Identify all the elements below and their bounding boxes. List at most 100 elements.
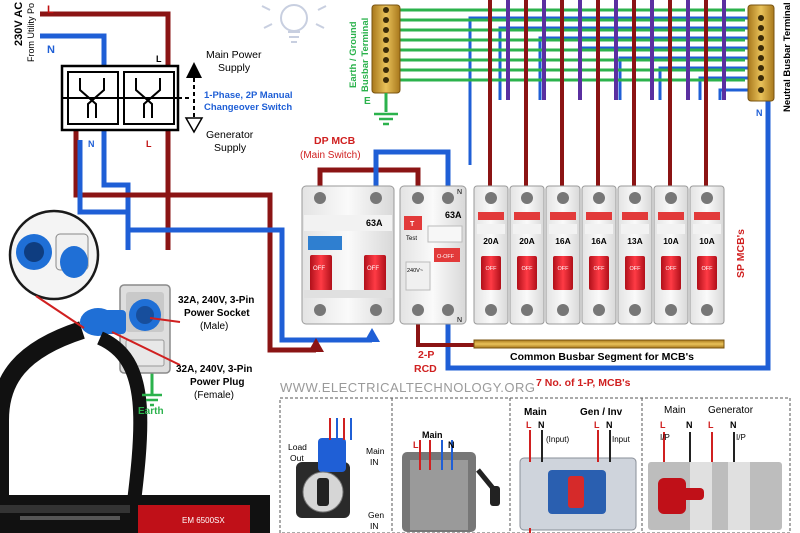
p4-ip: I/P (660, 433, 670, 442)
sp-mcb: 20A OFF (473, 185, 509, 325)
p4-l: L (660, 420, 666, 430)
line-wire-main (40, 11, 171, 70)
main-supply-label-2: Supply (218, 62, 251, 74)
earth-busbar-label-1: Earth / Ground (348, 21, 359, 88)
p1-out: Out (290, 453, 304, 463)
neutral-busbar (747, 4, 775, 102)
dp-mcb-off-2: OFF (367, 266, 379, 272)
supply-line-letter: L (47, 4, 54, 16)
neutral-in-arrow (364, 328, 380, 342)
switch-l-label: L (146, 139, 152, 149)
plug-label-2: Power Plug (190, 377, 244, 388)
rcd-n-bottom: N (457, 317, 462, 324)
generator-model: EM 6500SX (182, 516, 225, 525)
earth-e-label: E (364, 96, 371, 107)
earth-busbar-label-2: Busbar Terminal (360, 18, 371, 92)
p1-main: Main (366, 446, 385, 456)
plug-label-3: (Female) (194, 390, 234, 401)
sp-mcb-rating: 16A (591, 236, 607, 246)
neutral-wire-mcb-rcd (373, 149, 451, 190)
earth-symbol-socket (142, 393, 162, 407)
p1-gen: Gen (368, 510, 384, 520)
rcd (399, 185, 467, 325)
plug-socket-inset (8, 209, 100, 301)
generator (0, 495, 270, 533)
gen-supply-label-1: Generator (206, 129, 254, 141)
neutral-wire-to-mcb (77, 140, 372, 343)
socket-label-3: (Male) (200, 321, 228, 332)
changeover-switch (60, 62, 204, 134)
pointer-arrows (35, 295, 181, 366)
earth-busbar-wires (400, 8, 745, 82)
p2-l: L (413, 440, 419, 450)
p3-gen: Gen / Inv (580, 407, 623, 418)
p2-n: N (448, 440, 455, 450)
socket-label-1: 32A, 240V, 3-Pin (178, 295, 254, 306)
power-socket-box (119, 284, 171, 374)
rcd-spec: 240V~ (407, 268, 423, 274)
dp-mcb-title: DP MCB (314, 135, 356, 147)
gen-supply-label-2: Supply (214, 142, 247, 154)
dp-mcb-rating: 63A (366, 218, 383, 228)
rcd-label-1: 2-P (418, 349, 434, 361)
sp-mcb-off-label: OFF (666, 266, 678, 272)
sp-mcb-side-label: SP MCB's (735, 229, 747, 278)
rcd-rating: 63A (445, 210, 462, 220)
sp-mcb-rating: 13A (627, 236, 643, 246)
p4-l2: L (708, 420, 714, 430)
p4-ip2: I/P (736, 433, 746, 442)
neutral-n-label: N (756, 108, 763, 118)
main-supply-label-1: Main Power (206, 49, 262, 61)
socket-label-2: Power Socket (184, 308, 250, 319)
p3-main: Main (524, 407, 547, 418)
sp-mcb-rating: 10A (699, 236, 715, 246)
mcb-load-wires (488, 0, 708, 190)
rotary-changeover-switch (296, 418, 352, 518)
switch-label-1: 1-Phase, 2P Manual (204, 90, 293, 101)
dual-supply-switch (519, 430, 637, 533)
sp-mcb-rating: 16A (555, 236, 571, 246)
dp-mcb-off-1: OFF (313, 266, 325, 272)
watermark: WWW.ELECTRICALTECHNOLOGY.ORG (280, 380, 536, 395)
load-neutral-wires (506, 0, 726, 100)
p1-load: Load (288, 442, 307, 452)
earth-busbar (371, 4, 401, 126)
p1-in2: IN (370, 521, 379, 531)
p3-n: N (538, 420, 545, 430)
line-wire-mcb-rcd (317, 167, 421, 190)
p4-n: N (686, 420, 693, 430)
dp-mcb (301, 185, 395, 325)
sp-mcb-rating: 10A (663, 236, 679, 246)
power-plug (0, 308, 148, 533)
sp-mcb-off-label: OFF (630, 266, 642, 272)
rcd-n-top: N (457, 189, 462, 196)
sp-mcb: 13A OFF (617, 185, 653, 325)
knife-changeover-switch (402, 440, 500, 532)
p3-l: L (526, 420, 532, 430)
sp-mcb-off-label: OFF (522, 266, 534, 272)
sp-mcb-group: 20AOFF20AOFF16AOFF16AOFF13AOFF10AOFF10AO… (473, 185, 725, 325)
rcd-off-label: O-OFF (437, 254, 455, 260)
line-wire-to-mcb (73, 125, 316, 353)
neutral-wire-main (40, 33, 107, 70)
isolator-changeover-switch (648, 432, 782, 530)
supply-neutral-letter: N (47, 44, 55, 56)
bulb-icon (261, 4, 327, 43)
p4-n2: N (730, 420, 737, 430)
utility-voltage-label: 230V AC (13, 2, 25, 46)
plug-label-1: 32A, 240V, 3-Pin (176, 364, 252, 375)
p4-main: Main (664, 405, 686, 416)
rcd-label-2: RCD (414, 363, 437, 375)
p3-input: (Input) (546, 435, 569, 444)
p3-n2: N (606, 420, 613, 430)
sp-mcb-rating: 20A (483, 236, 499, 246)
rcd-test-label: Test (406, 236, 417, 242)
common-busbar-label: Common Busbar Segment for MCB's (510, 351, 694, 363)
sp-mcb-off-label: OFF (486, 266, 498, 272)
utility-source-label: From Utility Po (26, 3, 36, 62)
p4-gen: Generator (708, 405, 754, 416)
